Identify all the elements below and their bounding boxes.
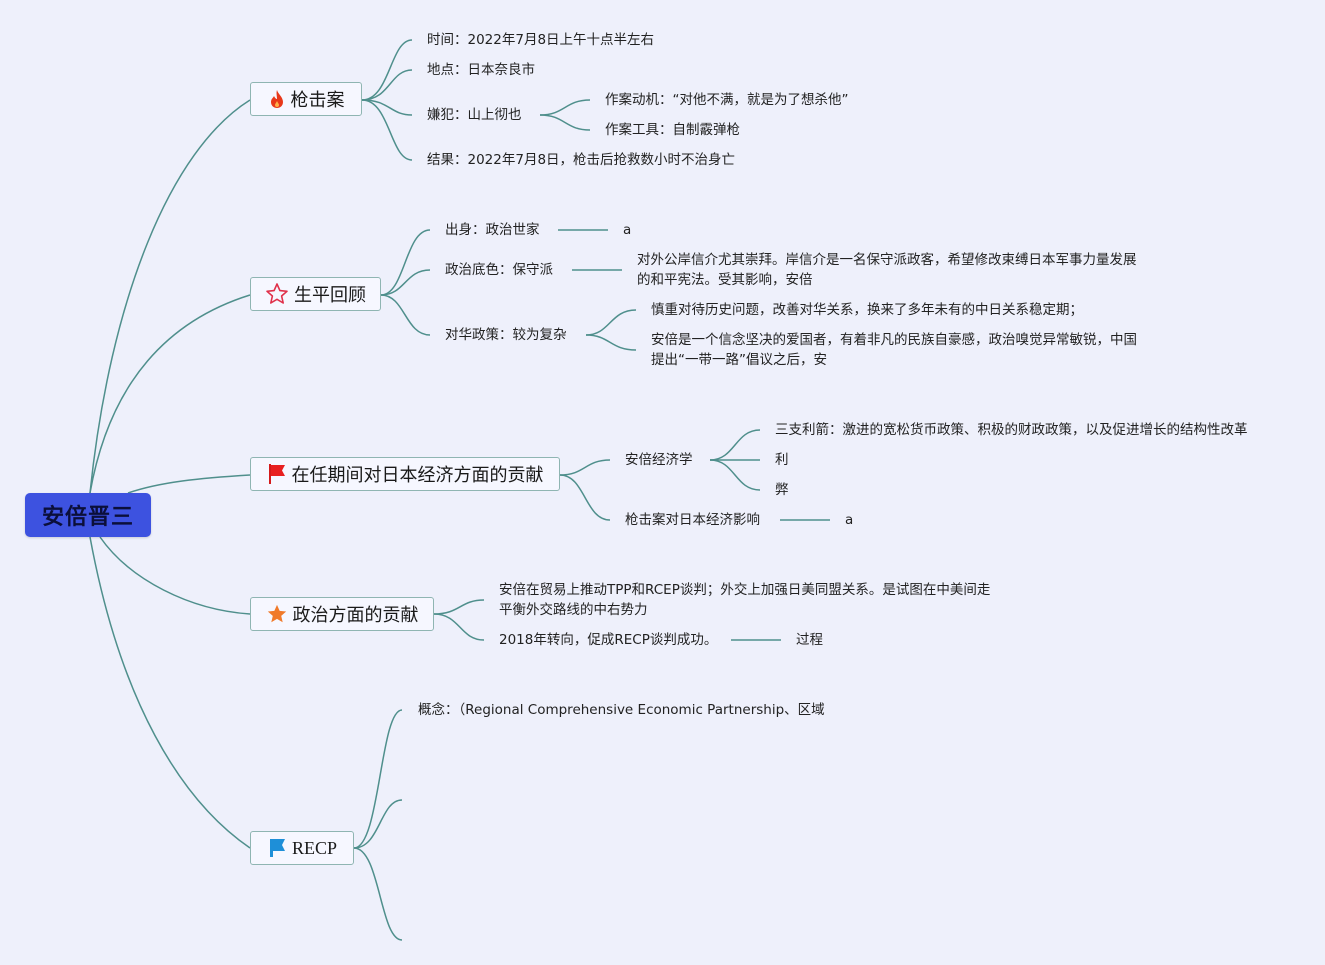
shooting-time: 时间：2022年7月8日上午十点半左右 [427, 32, 655, 48]
root-topic-label: 安倍晋三 [41, 505, 134, 530]
branch-life[interactable]: 生平回顾 [250, 277, 381, 311]
shooting-place: 地点：日本奈良市 [427, 62, 535, 78]
branch-life-label: 生平回顾 [294, 285, 366, 306]
star-outline-icon [265, 282, 289, 306]
orange-star-icon [266, 603, 288, 625]
branch-politics[interactable]: 政治方面的贡献 [250, 597, 434, 631]
life-origin-note: a [623, 222, 632, 238]
blue-flag-icon [267, 837, 287, 859]
economy-three-arrows: 三支利箭：激进的宽松货币政策、积极的财政政策，以及促进增长的结构性改革 [775, 422, 1248, 438]
branch-shooting-label: 枪击案 [290, 90, 345, 111]
economy-pros: 利 [775, 452, 789, 468]
life-china-policy-a: 慎重对待历史问题，改善对华关系，换来了多年未有的中日关系稳定期； [651, 302, 1083, 318]
shooting-motive: 作案动机：“对他不满，就是为了想杀他” [605, 92, 849, 108]
life-stance-note: 对外公岸信介尤其崇拜。岸信介是一名保守派政客，希望修改束缚日本军事力量发展的和平… [637, 252, 1137, 288]
economy-shooting-impact-note: a [845, 512, 854, 528]
red-flag-icon [267, 463, 287, 485]
politics-trade: 安倍在贸易上推动TPP和RCEP谈判；外交上加强日美同盟关系。是试图在中美间走平… [499, 582, 991, 618]
branch-politics-label: 政治方面的贡献 [292, 605, 419, 626]
shooting-result: 结果：2022年7月8日，枪击后抢救数小时不治身亡 [427, 152, 736, 168]
politics-rcep-turn-note: 过程 [796, 632, 823, 648]
life-stance: 政治底色：保守派 [445, 262, 553, 278]
shooting-suspect: 嫌犯：山上彻也 [427, 107, 522, 123]
life-origin: 出身：政治世家 [445, 222, 540, 238]
fire-icon [268, 89, 286, 109]
branch-recp-label: RECP [291, 837, 338, 858]
life-china-policy: 对华政策：较为复杂 [445, 327, 567, 343]
branch-economy-label: 在任期间对日本经济方面的贡献 [291, 465, 544, 486]
branch-economy[interactable]: 在任期间对日本经济方面的贡献 [250, 457, 560, 491]
branch-recp[interactable]: RECP [250, 831, 354, 865]
economy-shooting-impact: 枪击案对日本经济影响 [625, 512, 760, 528]
recp-concept: 概念：（Regional Comprehensive Economic Part… [418, 702, 825, 718]
root-topic[interactable]: 安倍晋三 [25, 493, 151, 537]
economy-cons: 弊 [775, 482, 789, 498]
economy-abenomics: 安倍经济学 [625, 452, 693, 468]
branch-shooting[interactable]: 枪击案 [250, 82, 362, 116]
life-china-policy-b: 安倍是一个信念坚决的爱国者，有着非凡的民族自豪感，政治嗅觉异常敏锐，中国提出“一… [651, 332, 1137, 368]
shooting-weapon: 作案工具：自制霰弹枪 [605, 122, 740, 138]
politics-rcep-turn: 2018年转向，促成RECP谈判成功。 [499, 632, 718, 648]
